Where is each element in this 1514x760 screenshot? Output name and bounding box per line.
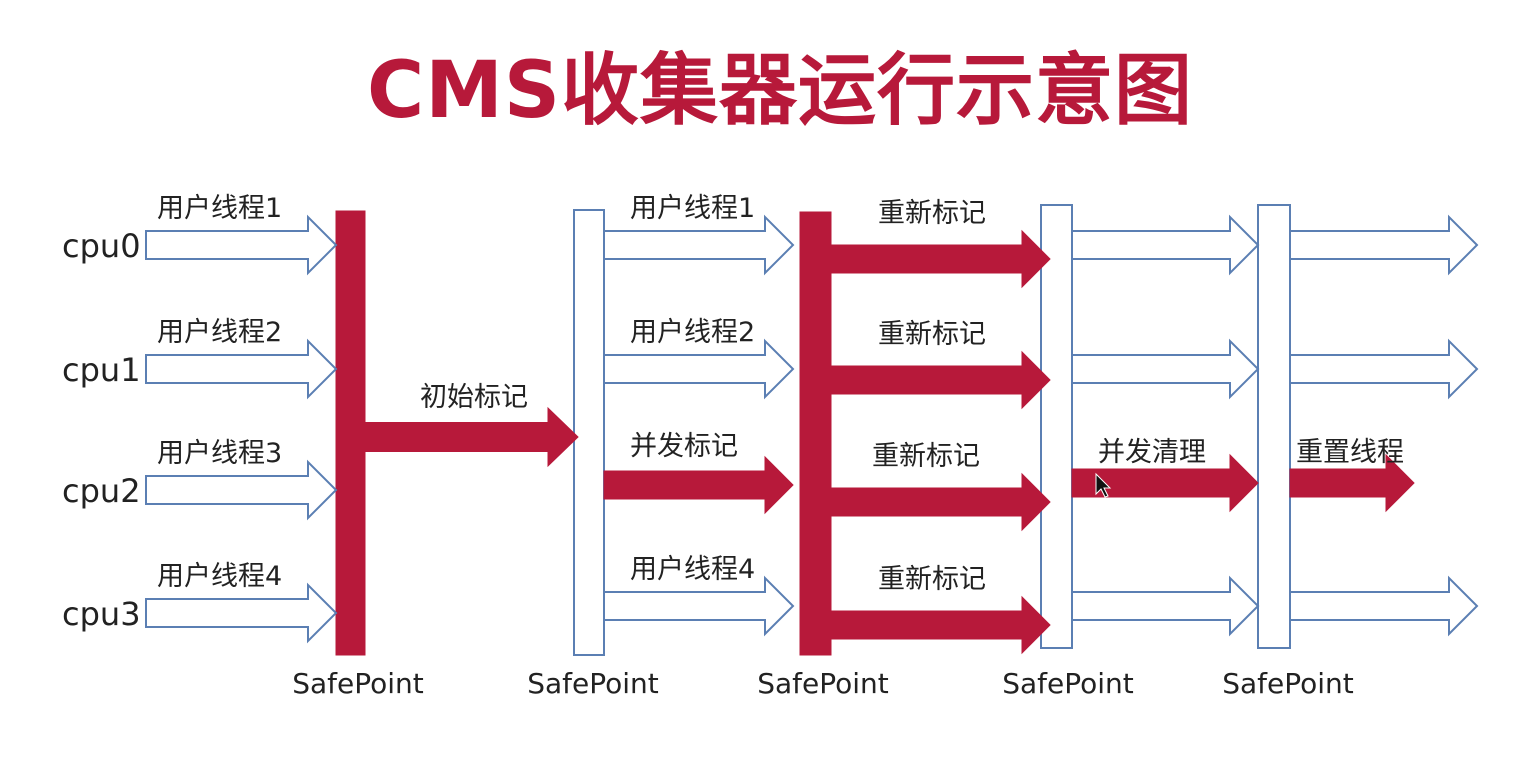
remark-label-cpu2: 重新标记 xyxy=(872,441,980,472)
concurrent-sweep-arrow xyxy=(1071,453,1259,513)
user-thread-arrow-stage5-cpu3 xyxy=(1071,575,1260,637)
user-thread-label-stage3-cpu3: 用户线程4 xyxy=(630,554,755,585)
safepoint-5-bar xyxy=(1257,204,1291,649)
safepoint-3-label: SafePoint xyxy=(757,667,889,700)
user-thread-label-stage1-cpu3: 用户线程4 xyxy=(157,561,282,592)
safepoint-bars xyxy=(335,204,1291,656)
user-thread-arrow-stage1-cpu2 xyxy=(145,459,338,521)
arrows xyxy=(145,214,1479,655)
reset-thread-label: 重置线程 xyxy=(1296,437,1404,468)
user-thread-arrow-stage3-cpu3 xyxy=(603,575,795,637)
safepoint-1-bar xyxy=(335,210,366,656)
user-thread-arrow-stage6-cpu1 xyxy=(1289,338,1479,400)
cpu-label-1: cpu1 xyxy=(62,351,141,389)
remark-arrow-cpu1 xyxy=(830,350,1051,410)
safepoint-3-bar xyxy=(799,211,832,656)
user-thread-arrow-stage5-cpu1 xyxy=(1071,338,1260,400)
cpu-label-2: cpu2 xyxy=(62,472,141,510)
user-thread-arrow-stage6-cpu3 xyxy=(1289,575,1479,637)
user-thread-arrow-stage6-cpu0 xyxy=(1289,214,1479,276)
remark-label-cpu1: 重新标记 xyxy=(878,319,986,350)
remark-arrow-cpu2 xyxy=(830,472,1051,532)
user-thread-label-stage1-cpu2: 用户线程3 xyxy=(157,438,282,469)
mouse-cursor-icon xyxy=(1095,472,1112,498)
remark-arrow-cpu3 xyxy=(830,595,1051,655)
safepoint-2-bar xyxy=(573,209,605,656)
initial-mark-arrow xyxy=(364,406,579,468)
cpu-label-0: cpu0 xyxy=(62,227,141,265)
remark-arrow-cpu0 xyxy=(830,229,1051,289)
safepoint-4-bar xyxy=(1040,204,1073,649)
safepoint-2-label: SafePoint xyxy=(527,667,659,700)
diagram-title: CMS收集器运行示意图 xyxy=(366,46,1194,136)
user-thread-arrow-stage5-cpu0 xyxy=(1071,214,1260,276)
concurrent-sweep-label: 并发清理 xyxy=(1098,437,1206,468)
safepoint-1-label: SafePoint xyxy=(292,667,424,700)
user-thread-arrow-stage3-cpu0 xyxy=(603,214,795,276)
concurrent-mark-arrow xyxy=(603,455,794,515)
remark-label-cpu3: 重新标记 xyxy=(878,564,986,595)
user-thread-label-stage3-cpu0: 用户线程1 xyxy=(630,193,755,224)
user-thread-arrow-stage3-cpu1 xyxy=(603,338,795,400)
user-thread-label-stage3-cpu1: 用户线程2 xyxy=(630,317,755,348)
safepoint-4-label: SafePoint xyxy=(1002,667,1134,700)
safepoint-5-label: SafePoint xyxy=(1222,667,1354,700)
user-thread-label-stage1-cpu0: 用户线程1 xyxy=(157,193,282,224)
remark-label-cpu0: 重新标记 xyxy=(878,198,986,229)
user-thread-label-stage1-cpu1: 用户线程2 xyxy=(157,317,282,348)
user-thread-arrow-stage1-cpu3 xyxy=(145,582,338,644)
user-thread-arrow-stage1-cpu1 xyxy=(145,338,338,400)
user-thread-arrow-stage1-cpu0 xyxy=(145,214,338,276)
concurrent-mark-label: 并发标记 xyxy=(630,431,738,462)
cpu-label-3: cpu3 xyxy=(62,595,141,633)
initial-mark-label: 初始标记 xyxy=(420,382,528,413)
reset-thread-arrow xyxy=(1289,453,1415,513)
